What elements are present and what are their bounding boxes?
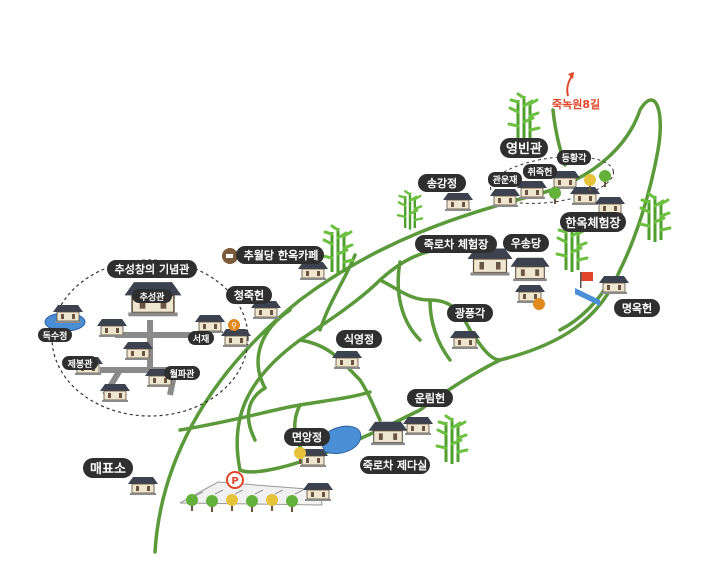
label-chwijukheon: 취죽헌 — [523, 164, 557, 179]
label-chuseongchang-memorial: 추성창의 기념관 — [107, 260, 197, 278]
label-yeongbingwan: 영빈관 — [500, 138, 548, 158]
label-sigyeongjeong: 식영정 — [336, 330, 382, 348]
label-wolpagwan: 월파관 — [164, 366, 200, 380]
label-ticket-office: 매표소 — [83, 458, 133, 478]
label-gwanunjae-text: 관운재 — [493, 174, 518, 186]
label-jukrocha-jedasil-text: 죽로차 제다실 — [363, 458, 428, 472]
label-doksujeong: 독수정 — [38, 328, 72, 342]
label-chwijukheon-text: 취죽헌 — [528, 166, 553, 178]
label-cheongjukheon: 청죽헌 — [226, 286, 272, 304]
label-songganjeong: 송강정 — [418, 174, 466, 192]
label-jukrocha-experience: 죽로차 체험장 — [415, 235, 497, 253]
label-ticket-office-text: 매표소 — [90, 462, 126, 477]
label-jebonggwan: 제봉관 — [62, 356, 98, 370]
label-chuseongchang-memorial-text: 추성창의 기념관 — [115, 262, 190, 276]
label-sigyeongjeong-text: 식영정 — [344, 332, 374, 346]
label-hanok-experience-text: 한옥체험장 — [565, 215, 620, 230]
label-myeongokheon: 명옥헌 — [614, 299, 660, 317]
label-jebonggwan-text: 제봉관 — [68, 358, 94, 370]
label-chuwoldang-cafe: 추월당 한옥카페 — [236, 246, 324, 264]
label-gwangpunggak-text: 광풍각 — [455, 306, 485, 320]
parking-icon: P — [226, 471, 244, 489]
label-cheongjukheon-text: 청죽헌 — [234, 288, 264, 302]
label-seojae: 서재 — [188, 331, 214, 345]
label-seojae-text: 서재 — [193, 333, 210, 345]
flag-icon — [580, 272, 593, 288]
restroom-icon-2 — [533, 298, 545, 310]
label-myeonangjeong-text: 면앙정 — [292, 430, 322, 444]
label-gwangpunggak: 광풍각 — [447, 304, 493, 322]
label-usongdang-text: 우송당 — [511, 236, 541, 250]
label-usongdang: 우송당 — [503, 234, 549, 252]
label-yeongbingwan-text: 영빈관 — [506, 141, 542, 157]
label-deunghwanggak: 등황각 — [557, 150, 591, 165]
svg-text:⚲: ⚲ — [231, 321, 237, 330]
label-unlimheon-text: 운림헌 — [415, 391, 445, 405]
restroom-icon: ⚲ — [228, 319, 240, 331]
cafe-icon — [222, 248, 238, 264]
label-unlimheon: 운림헌 — [407, 389, 453, 407]
label-chuseonggwan: 추성관 — [132, 289, 172, 303]
entrance-arrow-icon — [566, 72, 574, 97]
label-gwanunjae: 관운재 — [488, 172, 522, 187]
entrance-label: 죽녹원8길 — [552, 97, 600, 111]
label-deunghwanggak-text: 등황각 — [562, 152, 588, 164]
label-myeongokheon-text: 명옥헌 — [622, 301, 652, 315]
yeongbingwan-boundary — [490, 156, 614, 204]
label-songganjeong-text: 송강정 — [427, 176, 457, 190]
label-doksujeong-text: 독수정 — [43, 330, 68, 342]
label-chuseonggwan-text: 추성관 — [140, 291, 166, 303]
parking-icon-text: P — [231, 476, 238, 487]
label-chuwoldang-cafe-text: 추월당 한옥카페 — [244, 248, 319, 262]
label-wolpagwan-text: 월파관 — [170, 368, 196, 380]
label-myeonangjeong: 면앙정 — [284, 428, 330, 446]
label-jukrocha-jedasil: 죽로차 제다실 — [360, 456, 430, 474]
label-hanok-experience: 한옥체험장 — [560, 212, 626, 232]
label-jukrocha-experience-text: 죽로차 체험장 — [424, 237, 489, 251]
entrance-label-text: 죽녹원8길 — [552, 97, 600, 111]
